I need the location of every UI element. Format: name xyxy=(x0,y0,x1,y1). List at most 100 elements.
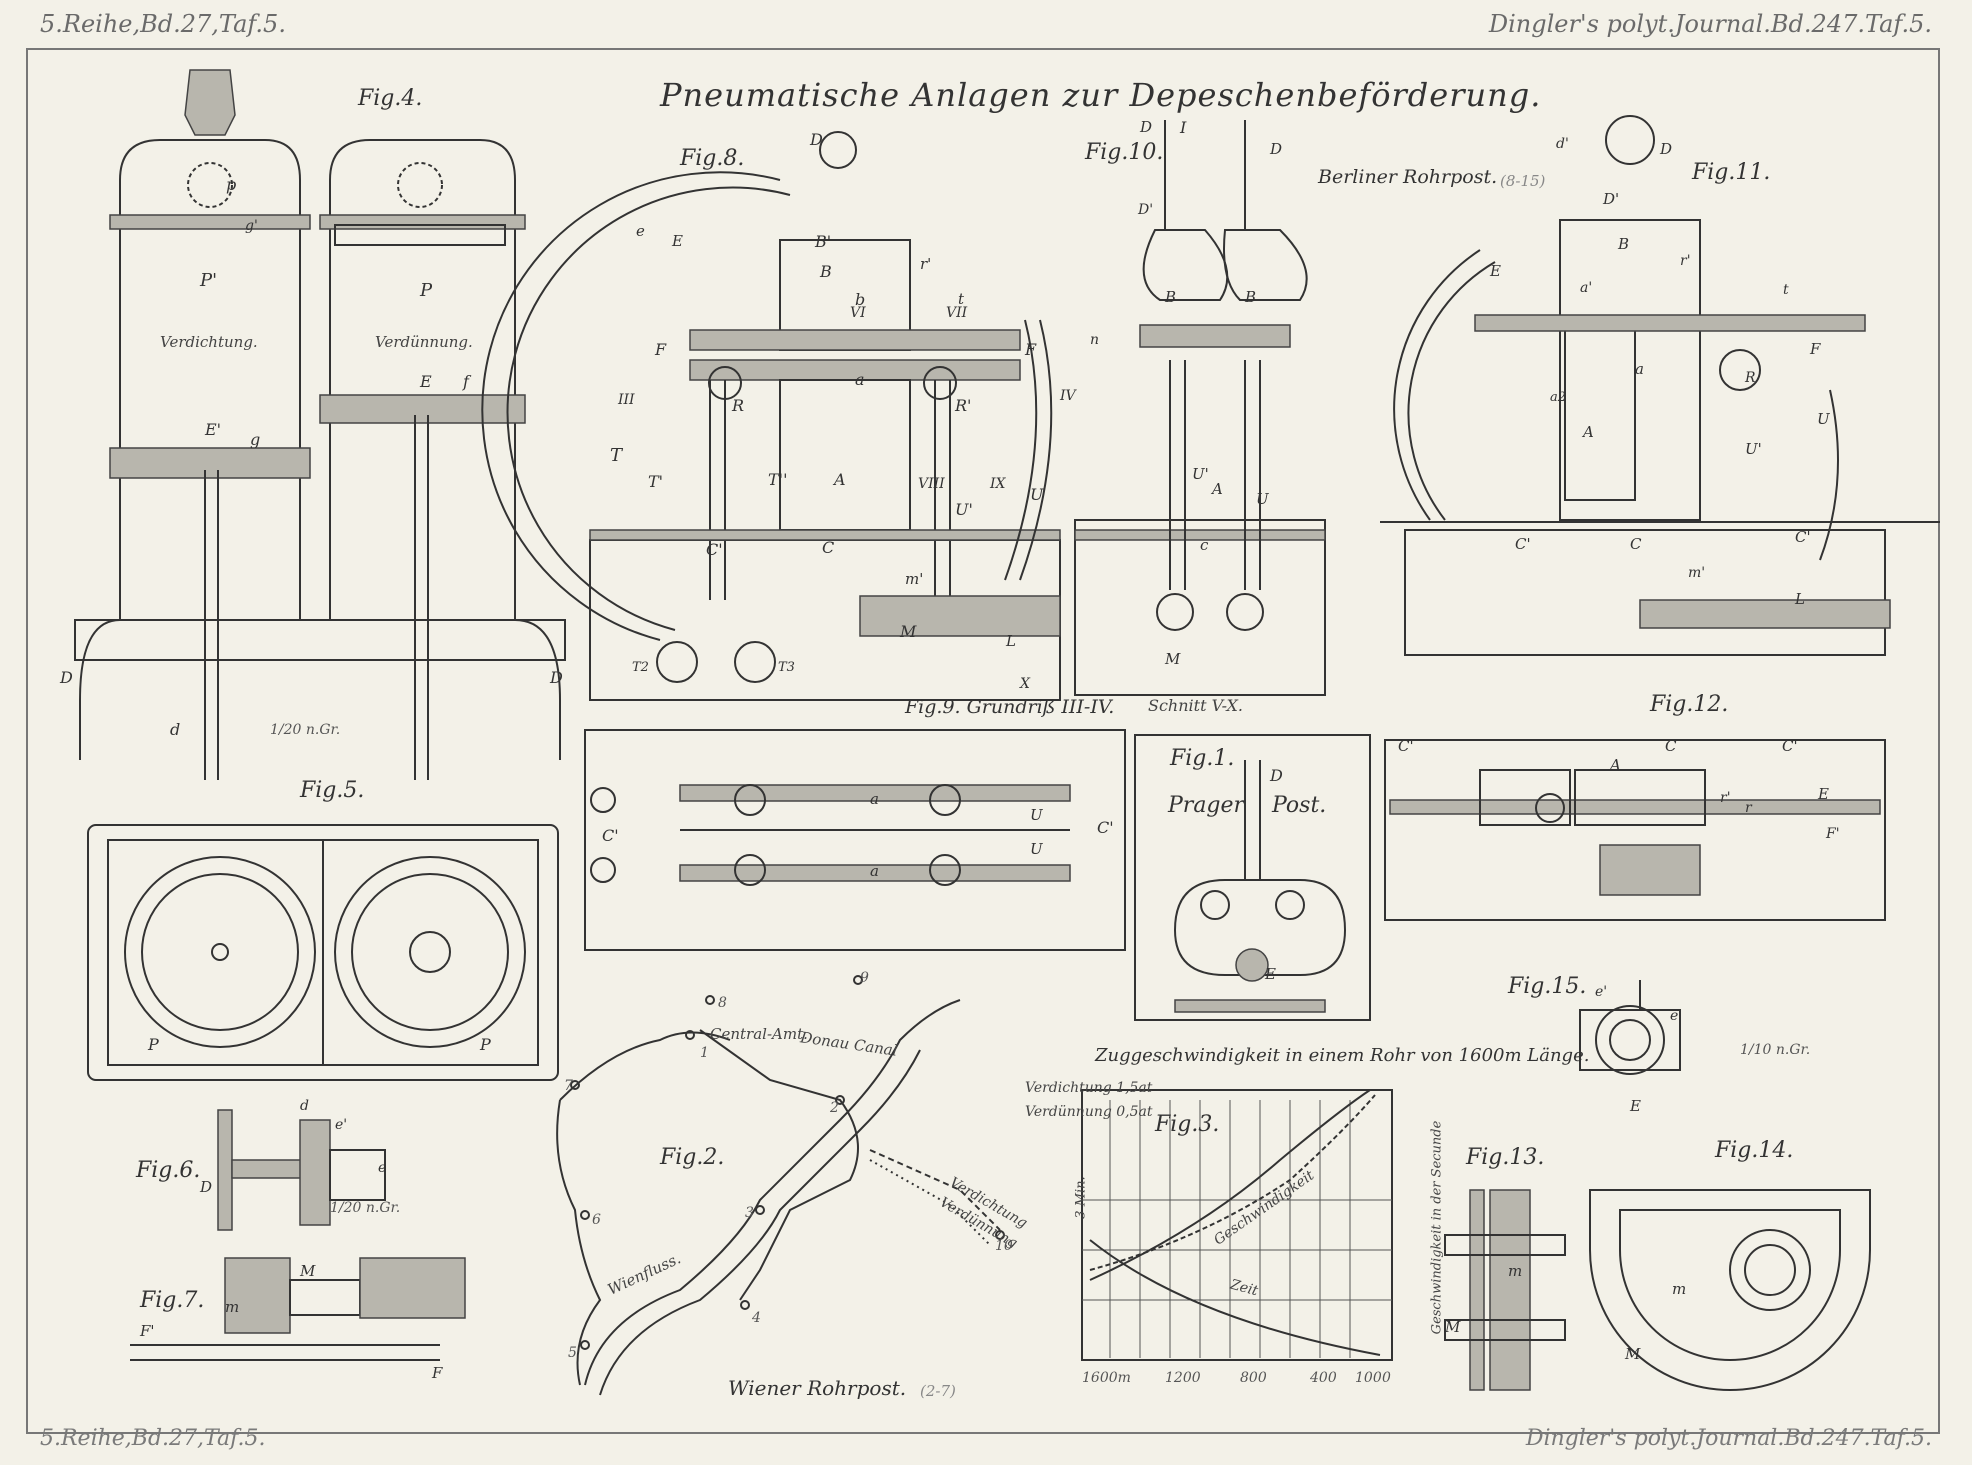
fig3-tick-1200: 1200 xyxy=(1165,1370,1201,1386)
callout-D-fig6: D xyxy=(200,1178,213,1196)
callout-F1-fig7: F' xyxy=(140,1322,155,1340)
callout-VIII: VIII xyxy=(918,476,945,492)
caption-verduennung: Verdünnung. xyxy=(375,333,473,351)
callout-D-fig10-right: D xyxy=(1270,140,1283,158)
callout-M-fig10: M xyxy=(1165,650,1181,668)
callout-U-fig9: U xyxy=(1030,806,1043,824)
callout-T: T xyxy=(610,445,623,466)
callout-B: B xyxy=(820,262,832,281)
callout-T2: T'' xyxy=(768,470,788,489)
callout-I: I xyxy=(1180,118,1187,137)
callout-f: f xyxy=(463,372,469,391)
map-node-7: 7 xyxy=(564,1078,573,1094)
fig12-plan xyxy=(1384,739,1886,921)
caption-verduennung-pressure: Verdünnung 0,5at xyxy=(1025,1104,1153,1120)
callout-X: X xyxy=(1020,676,1030,692)
callout-L-fig11: L xyxy=(1795,590,1805,608)
callout-C1-fig12: C' xyxy=(1398,737,1414,755)
callout-r1-fig11: r' xyxy=(1680,253,1691,269)
fig8-station-apparatus xyxy=(481,131,1061,701)
fig12-label: Fig.12. xyxy=(1650,692,1729,717)
fig13-fig14-details xyxy=(1444,1189,1871,1391)
callout-F1-fig12: F' xyxy=(1826,826,1840,842)
callout-IX: IX xyxy=(990,476,1006,492)
fig15-label: Fig.15. xyxy=(1508,974,1587,999)
callout-T3: T3 xyxy=(778,660,795,675)
callout-A-fig11: A xyxy=(1583,423,1594,441)
caption-prager: Prager xyxy=(1168,793,1245,818)
callout-E-fig12: E xyxy=(1818,785,1829,803)
callout-U1-fig11: U' xyxy=(1745,440,1762,458)
fig4-label: Fig.4. xyxy=(358,86,423,111)
map-node-6: 6 xyxy=(592,1212,601,1228)
callout-C1-fig12-right: C' xyxy=(1782,737,1798,755)
plate-border xyxy=(26,48,1940,1434)
fig11-berlin-station xyxy=(1380,115,1940,656)
callout-n-fig10: n xyxy=(1090,332,1100,348)
fig3-graph xyxy=(1081,1089,1393,1361)
callout-E-fig15: E xyxy=(1630,1097,1641,1115)
fig8-label: Fig.8. xyxy=(680,146,745,171)
callout-R-fig11: R xyxy=(1745,370,1756,386)
callout-A: A xyxy=(834,470,846,489)
callout-D-fig11: D xyxy=(1660,140,1673,158)
map-node-10: 10 xyxy=(995,1238,1013,1254)
caption-berliner-ref: (8-15) xyxy=(1500,172,1546,190)
callout-P: P xyxy=(420,280,433,301)
callout-M-fig13: M xyxy=(1445,1318,1461,1336)
fig3-tick-1600: 1600m xyxy=(1082,1370,1131,1386)
callout-r-fig12: r xyxy=(1745,800,1752,816)
callout-a-fig9-lower: a xyxy=(870,862,879,880)
plate-title: Pneumatische Anlagen zur Depeschenbeförd… xyxy=(660,76,1542,114)
callout-U-fig10: U xyxy=(1256,490,1269,508)
callout-T4: T2 xyxy=(632,660,649,675)
callout-r1: r' xyxy=(920,255,932,273)
footer-reference-left: 5.Reihe,Bd.27,Taf.5. xyxy=(40,1426,266,1451)
callout-F-fig11: F xyxy=(1810,340,1821,358)
callout-C-fig11: C xyxy=(1630,535,1642,553)
caption-post: Post. xyxy=(1272,793,1327,818)
callout-P1: P' xyxy=(200,270,218,291)
map-node-8: 8 xyxy=(718,995,727,1011)
fig3-tick-100: 100 xyxy=(1355,1370,1382,1386)
callout-VII: VII xyxy=(946,305,968,321)
callout-T1: T' xyxy=(648,472,664,491)
callout-R1: R' xyxy=(955,396,972,415)
fig7-label: Fig.7. xyxy=(140,1288,205,1313)
fig3-tick-0: 0 xyxy=(1382,1370,1391,1386)
fig3-axis-minutes: 3 Min. xyxy=(1073,1176,1089,1219)
callout-a1-fig11: a' xyxy=(1580,280,1593,296)
callout-D-fig10: D xyxy=(1140,118,1153,136)
fig1-prague-post xyxy=(1134,734,1371,1021)
callout-g: g xyxy=(250,430,261,449)
callout-D1-fig11: D' xyxy=(1603,190,1620,208)
fig1-label: Fig.1. xyxy=(1170,746,1235,771)
callout-E-fig11: E xyxy=(1490,262,1501,280)
fig5-label: Fig.5. xyxy=(300,778,365,803)
callout-U-fig11: U xyxy=(1817,410,1830,428)
callout-U-fig9-lower: U xyxy=(1030,840,1043,858)
callout-D-fig1: D xyxy=(1270,766,1283,785)
footer-reference-right: Dingler's polyt.Journal.Bd.247.Taf.5. xyxy=(1525,1426,1932,1451)
fig9-label: Fig.9. Grundriß III-IV. xyxy=(905,696,1115,718)
callout-R: R xyxy=(732,396,745,415)
fig14-label: Fig.14. xyxy=(1715,1138,1794,1163)
fig3-tick-800: 800 xyxy=(1240,1370,1267,1386)
callout-C: C xyxy=(822,538,835,557)
callout-m-fig14: m xyxy=(1672,1280,1687,1298)
fig6-fig7-details xyxy=(130,1109,466,1361)
caption-verdichtung-pressure: Verdichtung 1,5at xyxy=(1025,1080,1153,1096)
callout-IV: IV xyxy=(1060,388,1076,404)
fig2-label: Fig.2. xyxy=(660,1145,725,1170)
fig11-label: Fig.11. xyxy=(1692,160,1771,185)
callout-e-fig15: e xyxy=(1670,1008,1679,1024)
callout-D1-fig10: D' xyxy=(1138,202,1154,218)
callout-E: E xyxy=(420,372,432,391)
caption-wiener: Wiener Rohrpost. xyxy=(728,1376,907,1400)
callout-U1-fig10: U' xyxy=(1192,465,1209,483)
callout-U: U xyxy=(1030,485,1044,504)
callout-a-fig11: a xyxy=(1635,360,1644,378)
caption-berliner: Berliner Rohrpost. xyxy=(1318,166,1498,188)
fig4-scale: 1/20 n.Gr. xyxy=(270,722,341,738)
callout-a2-fig11: a2 xyxy=(1550,390,1567,405)
